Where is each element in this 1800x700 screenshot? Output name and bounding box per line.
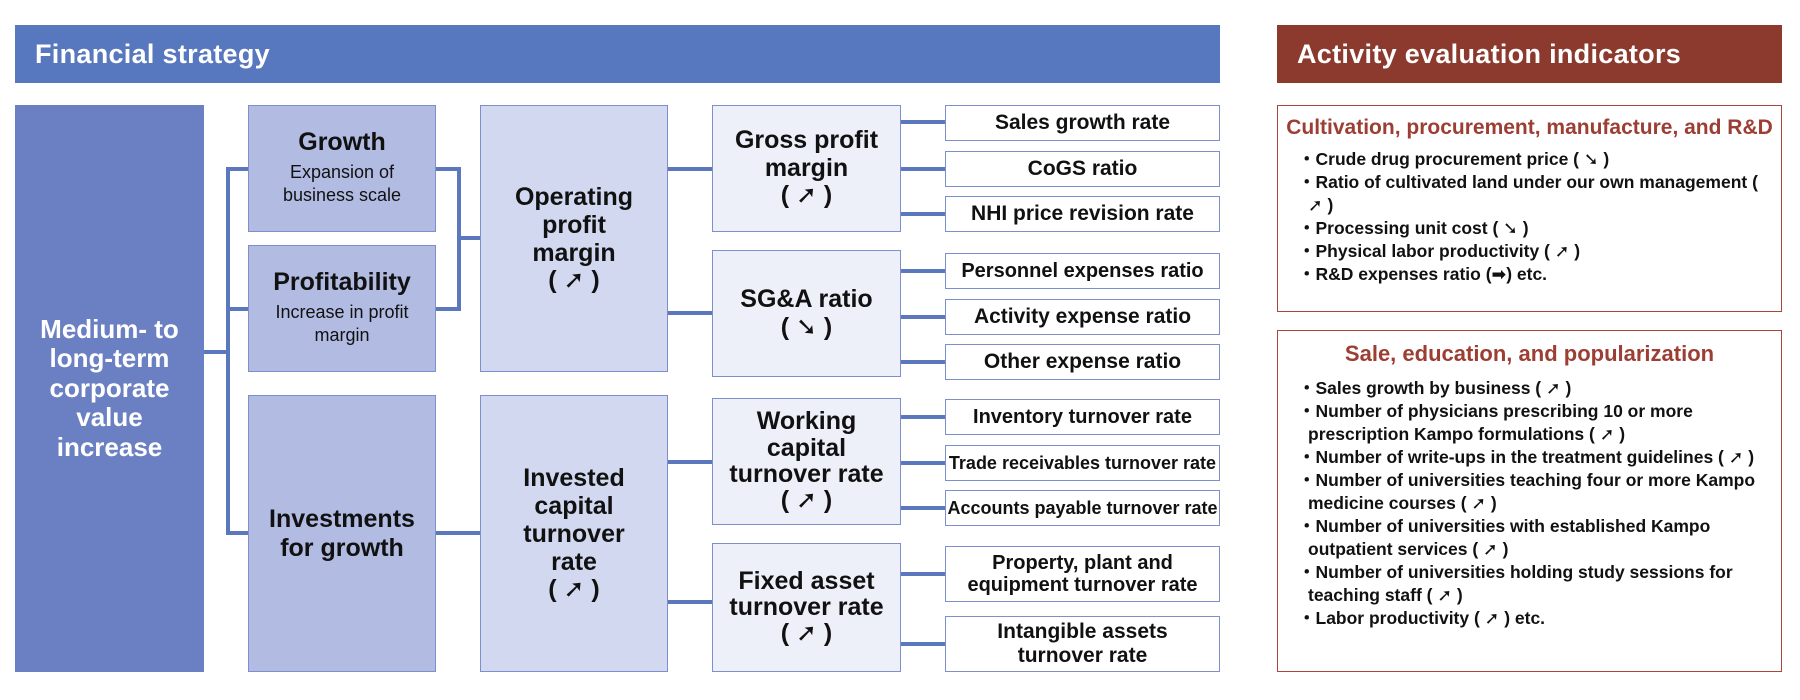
connector bbox=[457, 236, 480, 240]
profitability-box: Profitability Increase in profit margin bbox=[248, 245, 436, 372]
connector bbox=[900, 360, 945, 364]
invested-capital-trend: ( ➚ ) bbox=[548, 574, 600, 603]
connector bbox=[900, 167, 945, 171]
connector bbox=[667, 600, 713, 604]
personnel-expenses-box: Personnel expenses ratio bbox=[945, 253, 1220, 289]
connector bbox=[900, 269, 945, 273]
fixed-asset-title: Fixed asset turnover rate bbox=[729, 566, 884, 621]
working-capital-box: Working capital turnover rate ( ➚ ) bbox=[712, 398, 901, 525]
activity-expense-box: Activity expense ratio bbox=[945, 299, 1220, 335]
invested-capital-box: Invested capital turnover rate ( ➚ ) bbox=[480, 395, 668, 672]
connector bbox=[226, 167, 230, 535]
connector bbox=[900, 642, 945, 646]
profitability-sub: Increase in profit margin bbox=[275, 301, 409, 346]
root-label: Medium- to long-term corporate value inc… bbox=[40, 314, 179, 462]
personnel-expenses-label: Personnel expenses ratio bbox=[961, 259, 1204, 282]
growth-box: Growth Expansion of business scale bbox=[248, 105, 436, 232]
list-item: ・Number of universities with established… bbox=[1298, 516, 1711, 559]
fixed-asset-box: Fixed asset turnover rate ( ➚ ) bbox=[712, 543, 901, 672]
connector bbox=[203, 350, 228, 354]
other-expense-label: Other expense ratio bbox=[983, 350, 1182, 374]
accounts-payable-box: Accounts payable turnover rate bbox=[945, 490, 1220, 526]
invested-capital-title: Invested capital turnover rate bbox=[523, 463, 625, 576]
connector bbox=[900, 120, 945, 124]
growth-sub: Expansion of business scale bbox=[282, 161, 402, 206]
ppe-turnover-box: Property, plant and equipment turnover r… bbox=[945, 546, 1220, 602]
sga-ratio-box: SG&A ratio ( ➘ ) bbox=[712, 250, 901, 377]
root-box: Medium- to long-term corporate value inc… bbox=[15, 105, 204, 672]
nhi-price-label: NHI price revision rate bbox=[971, 202, 1194, 226]
list-item: ・Ratio of cultivated land under our own … bbox=[1298, 172, 1758, 215]
cultivation-indicator-list: ・Crude drug procurement price ( ➘ ) ・Rat… bbox=[1278, 148, 1781, 286]
gross-profit-title: Gross profit margin bbox=[734, 126, 879, 182]
connector bbox=[900, 315, 945, 319]
activity-indicators-header: Activity evaluation indicators bbox=[1277, 25, 1782, 83]
sga-ratio-trend: ( ➘ ) bbox=[780, 312, 833, 341]
connector bbox=[900, 461, 945, 465]
trade-receivables-box: Trade receivables turnover rate bbox=[945, 445, 1220, 481]
list-item: ・Sales growth by business ( ➚ ) bbox=[1298, 378, 1572, 398]
sale-education-panel-title: Sale, education, and popularization bbox=[1344, 341, 1715, 366]
activity-indicators-title: Activity evaluation indicators bbox=[1297, 38, 1682, 69]
connector bbox=[435, 167, 461, 171]
activity-expense-label: Activity expense ratio bbox=[973, 305, 1192, 329]
growth-title: Growth bbox=[298, 128, 386, 157]
connector bbox=[900, 506, 945, 510]
cogs-ratio-label: CoGS ratio bbox=[1027, 157, 1138, 181]
list-item: ・Number of universities holding study se… bbox=[1298, 562, 1733, 605]
connector bbox=[226, 531, 248, 535]
cogs-ratio-box: CoGS ratio bbox=[945, 151, 1220, 187]
financial-strategy-title: Financial strategy bbox=[35, 38, 270, 69]
accounts-payable-label: Accounts payable turnover rate bbox=[947, 497, 1218, 518]
gross-profit-trend: ( ➚ ) bbox=[780, 181, 833, 210]
connector bbox=[900, 212, 945, 216]
connector bbox=[900, 415, 945, 419]
connector bbox=[226, 167, 248, 171]
ppe-turnover-label: Property, plant and equipment turnover r… bbox=[967, 551, 1198, 596]
other-expense-box: Other expense ratio bbox=[945, 344, 1220, 380]
connector bbox=[900, 572, 945, 576]
cultivation-panel: Cultivation, procurement, manufacture, a… bbox=[1277, 105, 1782, 312]
fixed-asset-trend: ( ➚ ) bbox=[780, 619, 833, 647]
connector bbox=[226, 307, 248, 311]
investments-box: Investments for growth bbox=[248, 395, 436, 672]
financial-strategy-header: Financial strategy bbox=[15, 25, 1220, 83]
nhi-price-box: NHI price revision rate bbox=[945, 196, 1220, 232]
sale-education-panel: Sale, education, and popularization ・Sal… bbox=[1277, 330, 1782, 672]
sga-ratio-title: SG&A ratio bbox=[740, 285, 873, 313]
intangible-assets-box: Intangible assets turnover rate bbox=[945, 616, 1220, 672]
operating-profit-box: Operating profit margin ( ➚ ) bbox=[480, 105, 668, 372]
gross-profit-box: Gross profit margin ( ➚ ) bbox=[712, 105, 901, 232]
connector bbox=[667, 460, 713, 464]
list-item: ・Number of physicians prescribing 10 or … bbox=[1298, 401, 1693, 444]
inventory-turnover-label: Inventory turnover rate bbox=[973, 405, 1192, 428]
connector bbox=[667, 311, 713, 315]
operating-profit-trend: ( ➚ ) bbox=[548, 265, 600, 294]
profitability-title: Profitability bbox=[273, 268, 411, 297]
cultivation-panel-title: Cultivation, procurement, manufacture, a… bbox=[1286, 116, 1773, 139]
trade-receivables-label: Trade receivables turnover rate bbox=[948, 452, 1217, 473]
sales-growth-rate-box: Sales growth rate bbox=[945, 105, 1220, 141]
list-item: ・Number of universities teaching four or… bbox=[1298, 470, 1756, 513]
list-item: ・Processing unit cost ( ➘ ) bbox=[1298, 218, 1529, 238]
list-item: ・Physical labor productivity ( ➚ ) bbox=[1298, 241, 1581, 261]
list-item: ・Number of write-ups in the treatment gu… bbox=[1298, 447, 1755, 467]
list-item: ・Crude drug procurement price ( ➘ ) bbox=[1298, 149, 1610, 169]
inventory-turnover-box: Inventory turnover rate bbox=[945, 399, 1220, 435]
working-capital-trend: ( ➚ ) bbox=[780, 486, 833, 515]
working-capital-title: Working capital turnover rate bbox=[729, 407, 884, 488]
investments-title: Investments for growth bbox=[269, 504, 415, 562]
connector bbox=[435, 307, 461, 311]
operating-profit-title: Operating profit margin bbox=[514, 182, 634, 267]
sales-growth-rate-label: Sales growth rate bbox=[994, 111, 1171, 135]
list-item: ・R&D expenses ratio (➡) etc. bbox=[1298, 264, 1548, 284]
sale-education-indicator-list: ・Sales growth by business ( ➚ ) ・Number … bbox=[1278, 377, 1781, 630]
connector bbox=[667, 167, 713, 171]
connector bbox=[435, 531, 480, 535]
list-item: ・Labor productivity ( ➚ ) etc. bbox=[1298, 608, 1546, 628]
intangible-assets-label: Intangible assets turnover rate bbox=[997, 620, 1168, 667]
